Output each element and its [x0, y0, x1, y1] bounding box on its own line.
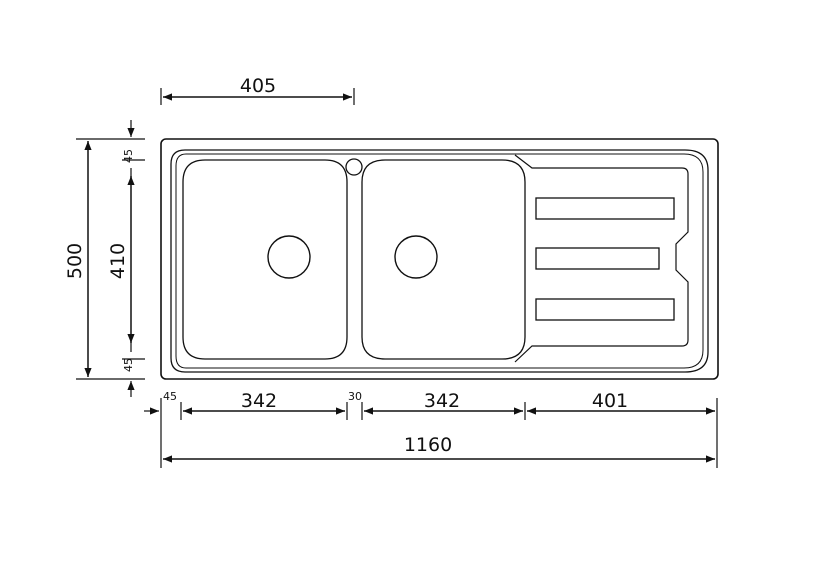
drainer-slot-2 [535, 247, 660, 270]
drainer-slot-3 [535, 298, 675, 321]
dim-overall-depth: 500 [64, 138, 145, 380]
dim-overall-width: 1160 [163, 434, 715, 463]
dim-top-margin: 45 [122, 120, 135, 178]
drainer-slot-1 [535, 197, 675, 220]
sink-inner-rim [170, 149, 709, 373]
dim-bowl1-width-label: 342 [241, 390, 277, 412]
drainer-rim [514, 154, 689, 363]
dim-top-margin-label: 45 [122, 149, 135, 163]
dim-overall-depth-label: 500 [64, 243, 86, 279]
tap-hole [345, 158, 363, 176]
dim-bottom-margin: 45 [122, 341, 135, 397]
dim-left-margin-label: 45 [163, 390, 177, 403]
sink-inner-rim-2 [175, 153, 704, 369]
dim-tap-offset-label: 405 [240, 75, 276, 97]
dim-bottom-row: 45 342 30 342 401 [144, 390, 718, 468]
dim-bowl-depth-label: 410 [107, 243, 129, 279]
drain-right [394, 235, 438, 279]
bowl-right [361, 159, 526, 360]
bowl-left [182, 159, 348, 360]
sink-outline [160, 138, 719, 380]
dim-bowl2-width-label: 342 [424, 390, 460, 412]
dim-overall-width-label: 1160 [404, 434, 452, 456]
dim-bottom-margin-label: 45 [122, 358, 135, 372]
sink-outer-edge [160, 138, 719, 380]
dim-bowl-depth: 410 [107, 159, 145, 360]
dim-drainer-width-label: 401 [592, 390, 628, 412]
dim-tap-offset: 405 [160, 75, 355, 105]
drainer [514, 154, 689, 363]
bowl-right-rim [361, 159, 526, 360]
bowl-left-rim [182, 159, 348, 360]
dim-bowl-gap-label: 30 [348, 390, 362, 403]
drain-left [267, 235, 311, 279]
